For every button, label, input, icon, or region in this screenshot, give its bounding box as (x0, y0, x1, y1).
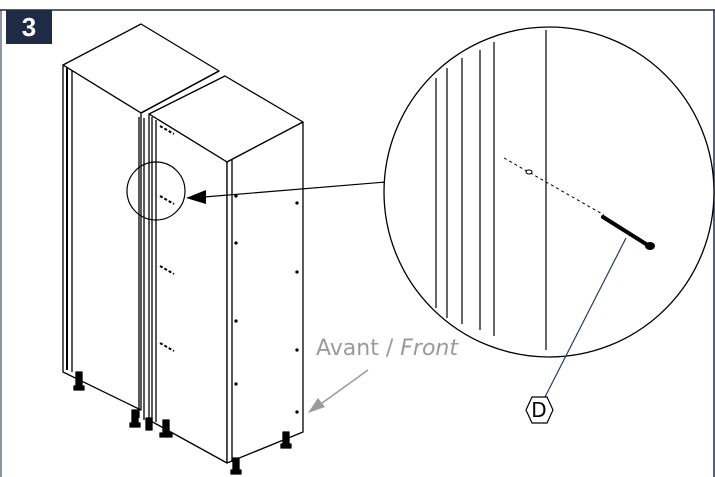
callout-arrow (186, 181, 387, 204)
step-number-badge: 3 (6, 10, 52, 44)
front-label-separator: / (378, 336, 401, 361)
detail-callout-circle (126, 161, 186, 221)
front-direction-label: Avant / Front (316, 336, 458, 362)
screw-icon (601, 213, 655, 250)
right-cabinet (138, 75, 304, 475)
front-arrow (308, 369, 369, 413)
part-letter: D (531, 398, 547, 422)
front-label-en: Front (400, 336, 458, 361)
hexagon-part-marker (525, 396, 554, 424)
zoom-detail (383, 26, 715, 358)
left-cabinet (62, 23, 220, 428)
front-label-fr: Avant (316, 336, 379, 361)
part-leader-line (544, 237, 627, 398)
